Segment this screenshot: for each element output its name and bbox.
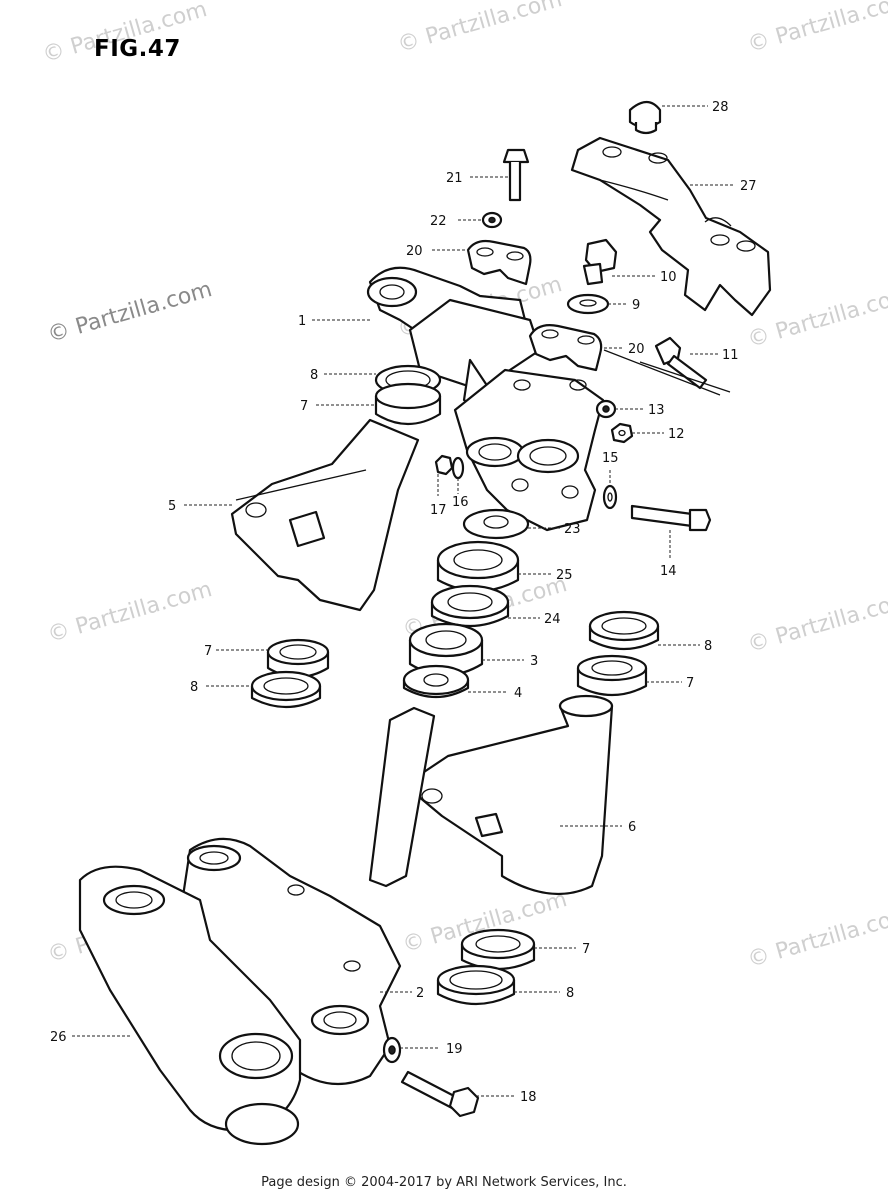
part-7-spacer-upper-left — [374, 382, 442, 425]
part-1-upper-bracket — [366, 266, 542, 412]
part-5-fork-cover-left — [230, 418, 420, 612]
part-8-seal-mid-right — [588, 610, 660, 650]
callout-2: 2 — [416, 986, 424, 1001]
part-8-seal-lower-right — [436, 964, 516, 1006]
callout-8a: 8 — [310, 368, 318, 383]
callout-3: 3 — [530, 654, 538, 669]
part-24-race — [430, 584, 510, 628]
callout-7a: 7 — [300, 399, 308, 414]
callout-27: 27 — [740, 179, 757, 194]
callout-11: 11 — [722, 348, 739, 363]
callout-7c: 7 — [686, 676, 694, 691]
callout-26: 26 — [50, 1030, 67, 1045]
callout-8d: 8 — [566, 986, 574, 1001]
figure-title: FIG.47 — [94, 36, 181, 62]
part-20-handlebar-holder — [466, 239, 532, 286]
part-26-bracket-cover — [78, 865, 302, 1146]
callout-15: 15 — [602, 451, 619, 466]
part-8-seal-mid-left — [250, 670, 322, 708]
part-7-spacer-lower-right — [460, 928, 536, 970]
callout-17: 17 — [430, 503, 447, 518]
callout-labels: 28 27 21 22 20 10 9 1 20 11 8 7 13 12 15… — [50, 100, 757, 1105]
part-4-dust-seal — [402, 664, 470, 698]
callout-10: 10 — [660, 270, 677, 285]
part-upper-crown-body — [453, 368, 605, 532]
part-25-bearing — [436, 540, 520, 593]
callout-19: 19 — [446, 1042, 463, 1057]
callout-4: 4 — [514, 686, 522, 701]
part-13-washer — [595, 399, 617, 419]
copyright-footer: Page design © 2004-2017 by ARI Network S… — [261, 1175, 627, 1190]
part-23-race — [462, 508, 530, 540]
part-7-spacer-mid-right — [576, 654, 648, 696]
part-20-handlebar-holder-right — [528, 324, 603, 372]
callout-20: 20 — [406, 244, 423, 259]
callout-7b: 7 — [204, 644, 212, 659]
callout-8b: 8 — [704, 639, 712, 654]
part-10-bolt — [582, 238, 618, 286]
callout-21: 21 — [446, 171, 463, 186]
part-16-washer — [451, 456, 465, 480]
callout-5: 5 — [168, 499, 176, 514]
callout-22: 22 — [430, 214, 447, 229]
part-11-bolt — [654, 336, 708, 390]
callout-1: 1 — [298, 314, 306, 329]
part-28-cap — [628, 100, 662, 135]
callout-25: 25 — [556, 568, 573, 583]
callout-18: 18 — [520, 1090, 537, 1105]
part-12-nut — [610, 422, 634, 444]
callout-16: 16 — [452, 495, 469, 510]
callout-9: 9 — [632, 298, 640, 313]
part-18-bolt — [400, 1070, 480, 1118]
part-7-spacer-mid-left — [266, 638, 330, 678]
callout-14: 14 — [660, 564, 677, 579]
part-21-bolt — [502, 148, 530, 202]
callout-23: 23 — [564, 522, 581, 537]
part-15-washer — [602, 484, 618, 510]
callout-12: 12 — [668, 427, 685, 442]
callout-13: 13 — [648, 403, 665, 418]
callout-28: 28 — [712, 100, 729, 115]
callout-6: 6 — [628, 820, 636, 835]
callout-7d: 7 — [582, 942, 590, 957]
part-2-steering-stem — [178, 706, 436, 1086]
leader-lines — [72, 105, 735, 1097]
callout-8c: 8 — [190, 680, 198, 695]
part-9-washer — [566, 293, 610, 315]
part-14-bolt — [630, 504, 712, 532]
part-22-nut — [481, 211, 503, 229]
part-6-fork-cover-right — [416, 694, 614, 896]
part-19-washer — [382, 1036, 402, 1064]
callout-20b: 20 — [628, 342, 645, 357]
part-27-handlebar-holder — [570, 136, 772, 317]
part-17-nut — [434, 454, 454, 476]
callout-24: 24 — [544, 612, 561, 627]
